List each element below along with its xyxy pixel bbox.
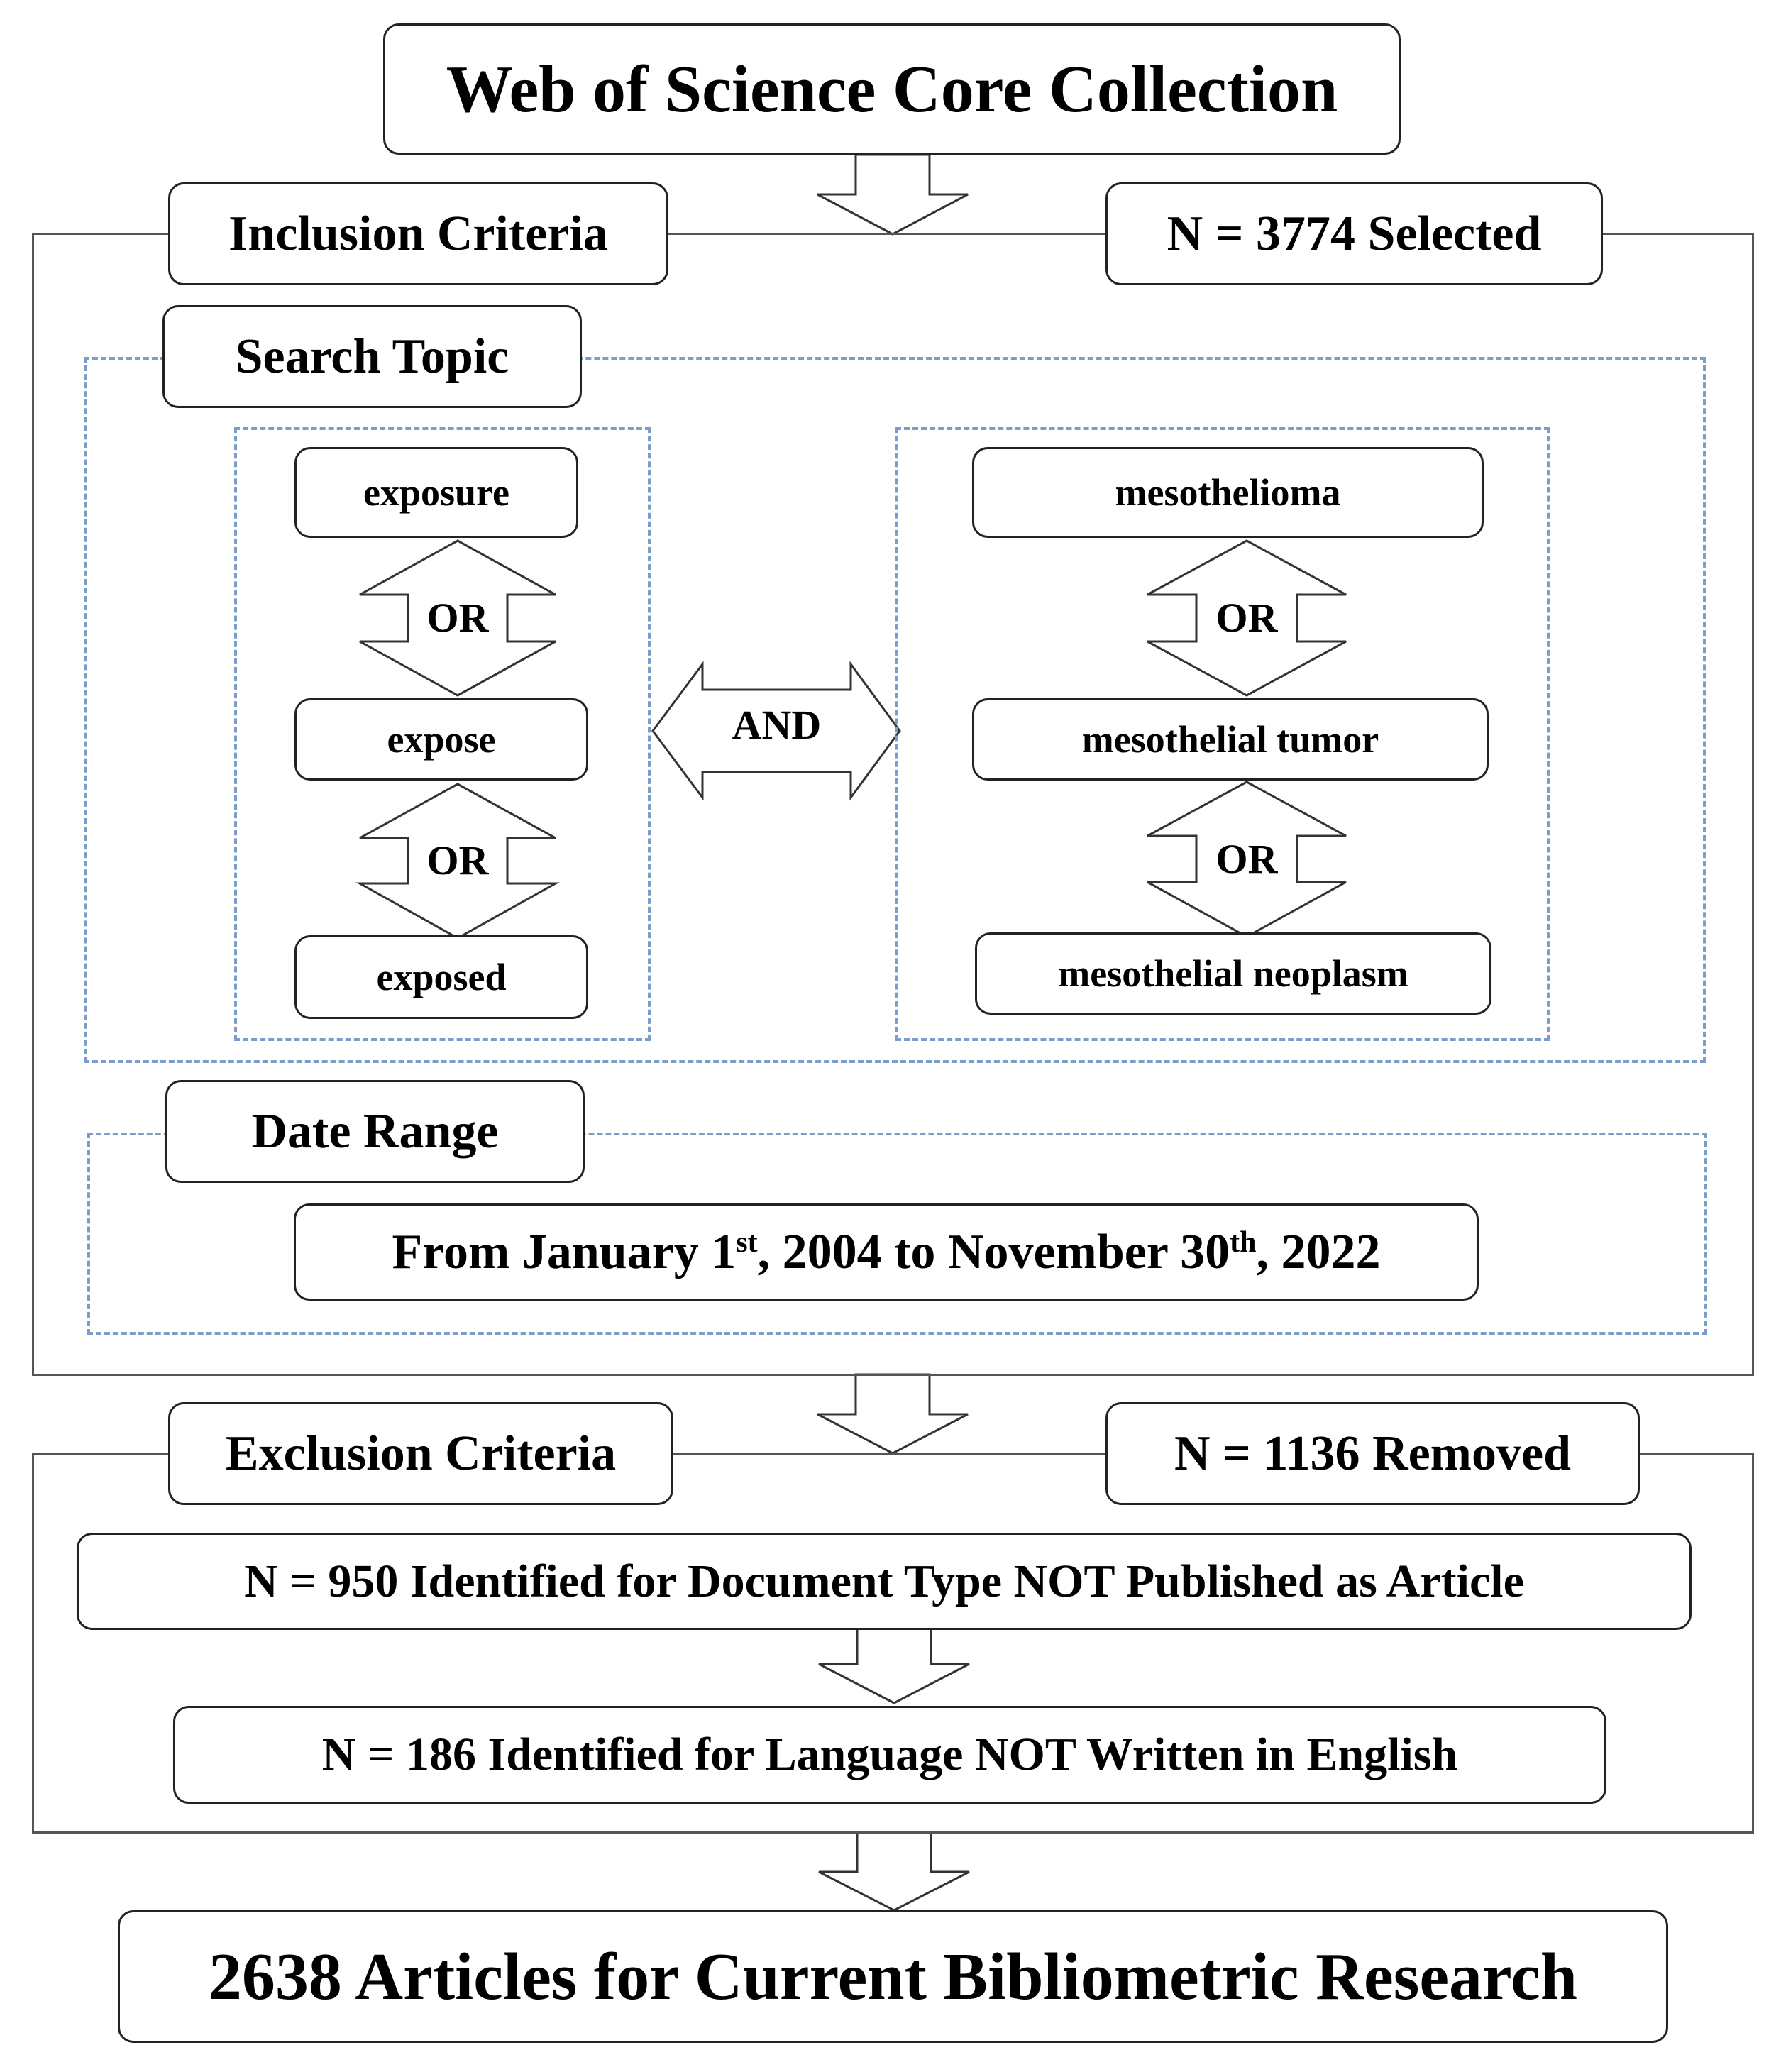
- exclusion-frame: [32, 1453, 1754, 1834]
- date-range-label-box: Date Range: [165, 1080, 585, 1183]
- date-range-value: From January 1st, 2004 to November 30th,…: [392, 1224, 1381, 1279]
- term-label: mesothelioma: [1115, 471, 1341, 514]
- result-box: 2638 Articles for Current Bibliometric R…: [118, 1910, 1668, 2043]
- term-label: exposure: [363, 471, 509, 514]
- search-topic-label-box: Search Topic: [162, 305, 582, 408]
- inclusion-frame: [32, 233, 1754, 1376]
- date-range-label: Date Range: [251, 1103, 499, 1159]
- right-terms-group: [895, 427, 1550, 1041]
- down-arrow-exclusion-step: [818, 1624, 970, 1704]
- exclusion-step-language: N = 186 Identified for Language NOT Writ…: [173, 1706, 1606, 1804]
- search-topic-label: Search Topic: [235, 329, 509, 384]
- exclusion-criteria-label-box: Exclusion Criteria: [168, 1402, 673, 1505]
- term-label: mesothelial tumor: [1081, 718, 1379, 761]
- or-arrow-left-1: [359, 539, 556, 697]
- inclusion-count-box: N = 3774 Selected: [1105, 182, 1603, 285]
- term-box-exposure: exposure: [294, 447, 578, 538]
- exclusion-step-document-type: N = 950 Identified for Document Type NOT…: [77, 1533, 1692, 1630]
- search-topic-group: [84, 357, 1706, 1063]
- term-label: exposed: [376, 956, 507, 998]
- inclusion-count: N = 3774 Selected: [1167, 206, 1542, 261]
- or-operator-label: OR: [426, 595, 489, 641]
- and-operator-label: AND: [732, 702, 822, 748]
- left-terms-group: [234, 427, 651, 1041]
- exclusion-step-label: N = 186 Identified for Language NOT Writ…: [321, 1729, 1458, 1780]
- down-arrow-inclusion-to-exclusion: [817, 1373, 969, 1455]
- inclusion-criteria-label-box: Inclusion Criteria: [168, 182, 668, 285]
- exclusion-step-label: N = 950 Identified for Document Type NOT…: [244, 1555, 1524, 1607]
- term-box-mesothelial-neoplasm: mesothelial neoplasm: [975, 932, 1491, 1015]
- down-arrow-source-to-inclusion: [817, 153, 969, 236]
- exclusion-count-box: N = 1136 Removed: [1105, 1402, 1640, 1505]
- term-box-expose: expose: [294, 698, 588, 781]
- result-label: 2638 Articles for Current Bibliometric R…: [208, 1939, 1578, 2014]
- down-arrow-exclusion-to-result: [818, 1831, 970, 1912]
- or-operator-label: OR: [426, 837, 489, 883]
- source-label: Web of Science Core Collection: [446, 52, 1338, 126]
- or-operator-label: OR: [1215, 835, 1278, 882]
- source-box: Web of Science Core Collection: [383, 23, 1401, 155]
- or-arrow-right-1: [1147, 539, 1347, 697]
- term-box-exposed: exposed: [294, 935, 588, 1019]
- exclusion-count: N = 1136 Removed: [1174, 1426, 1571, 1481]
- term-label: expose: [387, 718, 496, 761]
- exclusion-criteria-label: Exclusion Criteria: [225, 1426, 617, 1481]
- or-operator-label: OR: [1215, 595, 1278, 641]
- date-range-value-box: From January 1st, 2004 to November 30th,…: [294, 1203, 1479, 1301]
- inclusion-criteria-label: Inclusion Criteria: [228, 206, 608, 261]
- date-range-group: [87, 1133, 1707, 1335]
- term-box-mesothelial-tumor: mesothelial tumor: [972, 698, 1489, 781]
- and-arrow: [651, 661, 901, 801]
- term-label: mesothelial neoplasm: [1058, 952, 1408, 995]
- term-box-mesothelioma: mesothelioma: [972, 447, 1484, 538]
